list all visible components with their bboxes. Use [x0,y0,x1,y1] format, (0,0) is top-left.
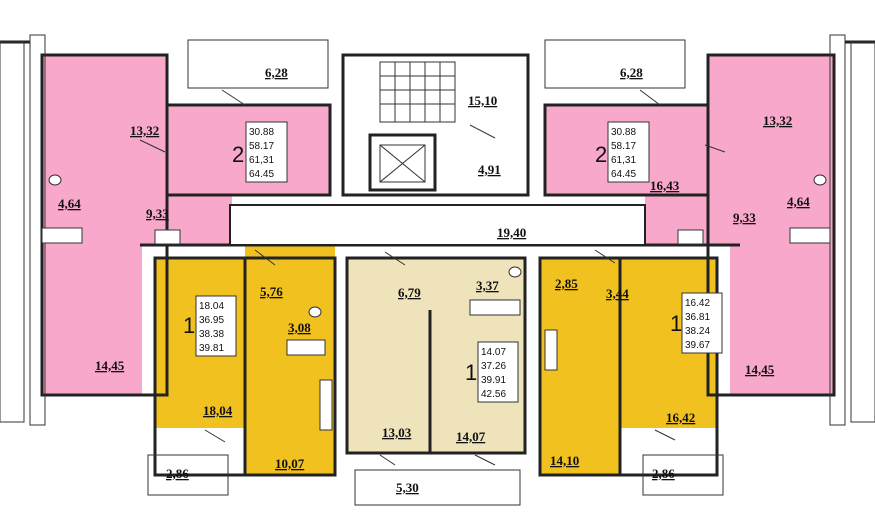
svg-text:18.04: 18.04 [199,301,224,312]
y2-hall-area: 3,44 [606,286,629,301]
svg-text:58.17: 58.17 [611,141,636,152]
svg-text:36.95: 36.95 [199,315,224,326]
fixtures [41,174,831,431]
right-bath-area: 4,64 [787,194,810,209]
y1-room-area: 18,04 [203,403,233,418]
y1-balcony-area: 2,86 [166,466,189,481]
left-kitchen-area: 13,32 [130,123,159,138]
svg-text:39.81: 39.81 [199,343,224,354]
svg-text:16.42: 16.42 [685,298,710,309]
y1-hall-area: 5,76 [260,284,283,299]
left-bath-area: 4,64 [58,196,81,211]
svg-text:64.45: 64.45 [249,169,274,180]
tag-yellow-right: 1 16.42 36.81 38.24 39.67 [670,292,723,354]
svg-text:58.17: 58.17 [249,141,274,152]
tag-pink-right: 2 30.88 58.17 61,31 64.45 [595,121,650,183]
y2-balcony-area: 2,86 [652,466,675,481]
mid-room-area: 14,07 [456,429,486,444]
right-hall-area: 16,43 [650,178,680,193]
svg-text:61,31: 61,31 [611,155,636,166]
svg-text:1: 1 [183,313,195,338]
svg-text:42.56: 42.56 [481,389,506,400]
balcony-top-left-area: 6,28 [265,65,288,80]
stair [379,61,456,123]
svg-text:1: 1 [670,311,682,336]
right-kitchen-area: 13,32 [763,113,792,128]
svg-text:38.38: 38.38 [199,329,224,340]
left-hall-area: 9,33 [146,206,169,221]
mid-kitchen-area: 13,03 [382,425,412,440]
balconies [147,39,724,506]
svg-text:30.88: 30.88 [249,127,274,138]
area-labels: 6,28 6,28 15,10 4,91 19,40 13,32 4,64 9,… [58,65,810,495]
svg-text:36.81: 36.81 [685,312,710,323]
y2-kitchen-area: 14,10 [550,453,579,468]
y1-kitchen-area: 10,07 [275,456,305,471]
svg-text:39.91: 39.91 [481,375,506,386]
svg-text:2: 2 [232,142,244,167]
mid-hall-area: 6,79 [398,285,421,300]
balcony-top-right-area: 6,28 [620,65,643,80]
tag-yellow-left: 1 18.04 36.95 38.38 39.81 [183,295,237,357]
corridor-area: 19,40 [497,225,526,240]
left-room-area: 14,45 [95,358,125,373]
mid-balcony-area: 5,30 [396,480,419,495]
svg-text:2: 2 [595,142,607,167]
mid-bath-area: 3,37 [476,278,499,293]
tag-pink-left: 2 30.88 58.17 61,31 64.45 [232,121,288,183]
svg-text:64.45: 64.45 [611,169,636,180]
right-hall2-area: 9,33 [733,210,756,225]
right-room-area: 14,45 [745,362,775,377]
y2-bath-area: 2,85 [555,276,578,291]
tag-beige-middle: 1 14.07 37.26 39.91 42.56 [465,341,519,403]
corridor [229,204,646,246]
svg-text:30.88: 30.88 [611,127,636,138]
svg-text:1: 1 [465,360,477,385]
lift-hall-area: 4,91 [478,162,501,177]
svg-text:61,31: 61,31 [249,155,274,166]
svg-text:14.07: 14.07 [481,347,506,358]
y2-room-area: 16,42 [666,410,695,425]
lift [368,133,437,192]
y1-bath-area: 3,08 [288,320,311,335]
svg-text:39.67: 39.67 [685,340,710,351]
svg-text:38.24: 38.24 [685,326,710,337]
doors [139,89,726,466]
svg-text:37.26: 37.26 [481,361,506,372]
stair-area: 15,10 [468,93,497,108]
